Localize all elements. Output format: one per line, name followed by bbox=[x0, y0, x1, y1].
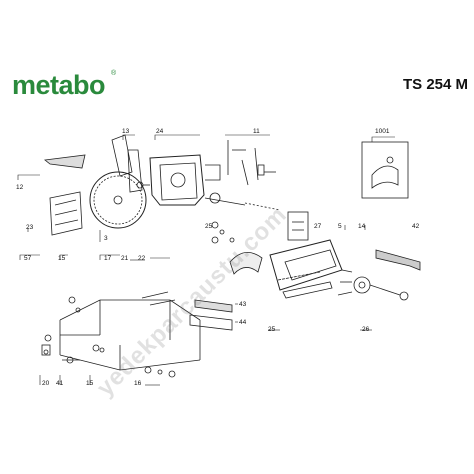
label-11: 11 bbox=[253, 128, 260, 135]
table-top bbox=[269, 239, 343, 299]
model-title: TS 254 M bbox=[403, 76, 469, 93]
label-57: 57 bbox=[24, 255, 32, 262]
label-5: 5 bbox=[338, 223, 342, 230]
label-12: 12 bbox=[16, 184, 24, 191]
handwheel bbox=[337, 269, 409, 301]
carry-handle bbox=[375, 249, 421, 271]
label-25-lower: 25 bbox=[268, 326, 276, 333]
label-3: 3 bbox=[104, 235, 108, 242]
label-43: 43 bbox=[239, 301, 247, 308]
label-22: 22 bbox=[138, 255, 146, 262]
saw-blade bbox=[89, 171, 147, 229]
label-27: 27 bbox=[314, 223, 322, 230]
hardware-bits bbox=[41, 221, 235, 378]
label-26: 26 bbox=[362, 326, 370, 333]
label-25-upper: 25 bbox=[205, 223, 213, 230]
label-41: 41 bbox=[56, 380, 64, 387]
blade-guard-lower bbox=[229, 252, 263, 275]
label-44: 44 bbox=[239, 319, 247, 326]
label-16: 16 bbox=[134, 380, 142, 387]
brand-logo: metabo bbox=[12, 70, 106, 100]
fence-rail bbox=[141, 291, 233, 331]
label-15-lower: 15 bbox=[86, 380, 94, 387]
label-20: 20 bbox=[42, 380, 50, 387]
registered-mark: ® bbox=[111, 70, 117, 77]
label-17: 17 bbox=[104, 255, 112, 262]
label-24: 24 bbox=[156, 128, 164, 135]
label-14: 14 bbox=[358, 223, 366, 230]
blade-guard-upper bbox=[44, 154, 86, 236]
table-insert bbox=[287, 211, 309, 241]
label-42: 42 bbox=[412, 223, 420, 230]
riving-knife bbox=[111, 134, 143, 193]
leader-lines bbox=[17, 134, 395, 386]
switch-assembly bbox=[227, 140, 276, 186]
label-13: 13 bbox=[122, 128, 130, 135]
part-number-labels: 13 24 11 1001 12 23 3 25 27 5 14 42 57 1… bbox=[16, 128, 420, 387]
label-21: 21 bbox=[121, 255, 129, 262]
label-15-upper: 15 bbox=[58, 255, 66, 262]
label-23: 23 bbox=[26, 224, 34, 231]
label-1001: 1001 bbox=[375, 128, 390, 135]
bracket-detail-box bbox=[361, 141, 409, 199]
motor-housing bbox=[136, 154, 281, 211]
